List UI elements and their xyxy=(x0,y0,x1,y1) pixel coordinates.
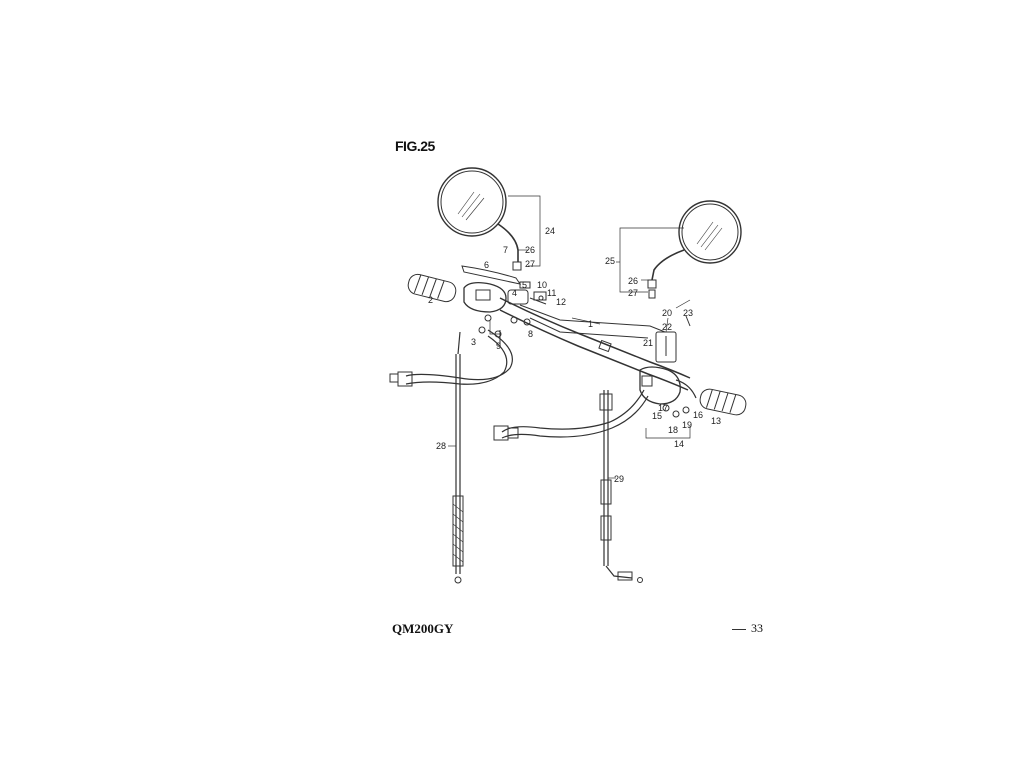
part-label-27b: 27 xyxy=(628,288,638,298)
part-label-15: 15 xyxy=(652,411,662,421)
part-label-14: 14 xyxy=(674,439,684,449)
right-mirror xyxy=(647,200,742,299)
part-label-12: 12 xyxy=(556,297,566,307)
page-number: 33 xyxy=(732,621,763,636)
part-label-4: 4 xyxy=(512,288,517,298)
part-label-17: 17 xyxy=(658,403,668,413)
part-label-20: 20 xyxy=(662,308,672,318)
part-label-3: 3 xyxy=(471,337,476,347)
part-label-9: 9 xyxy=(496,341,501,351)
right-switch-housing xyxy=(639,366,697,405)
part-label-2: 2 xyxy=(428,295,433,305)
left-mirror xyxy=(437,167,522,271)
model-name: QM200GY xyxy=(392,621,454,636)
right-wire-harness xyxy=(493,389,649,441)
part-label-10: 10 xyxy=(537,280,547,290)
page-number-value: 33 xyxy=(751,621,763,635)
part-label-21: 21 xyxy=(643,338,653,348)
handlebar-tube xyxy=(499,297,691,391)
left-wire-harness xyxy=(389,329,513,387)
leader-lines xyxy=(448,195,691,479)
page-dash xyxy=(732,628,746,630)
lever-perch xyxy=(507,281,547,305)
clutch-lever xyxy=(461,265,522,285)
part-labels: 1 2 3 4 5 6 7 8 9 10 11 12 13 14 15 16 1… xyxy=(428,226,721,484)
throttle-cable xyxy=(599,390,643,583)
part-label-13: 13 xyxy=(711,416,721,426)
part-label-6: 6 xyxy=(484,260,489,270)
part-label-16: 16 xyxy=(693,410,703,420)
part-label-19: 19 xyxy=(682,420,692,430)
part-label-5: 5 xyxy=(522,280,527,290)
part-label-27a: 27 xyxy=(525,259,535,269)
part-label-23: 23 xyxy=(683,308,693,318)
part-label-18: 18 xyxy=(668,425,678,435)
part-label-28: 28 xyxy=(436,441,446,451)
fasteners xyxy=(478,295,690,418)
part-label-22: 22 xyxy=(662,322,672,332)
left-grip xyxy=(407,273,457,303)
part-label-25: 25 xyxy=(605,256,615,266)
part-label-7: 7 xyxy=(503,245,508,255)
part-label-24: 24 xyxy=(545,226,555,236)
part-label-1: 1 xyxy=(588,319,593,329)
right-grip xyxy=(699,388,747,416)
part-label-26a: 26 xyxy=(525,245,535,255)
part-label-26b: 26 xyxy=(628,276,638,286)
part-label-29: 29 xyxy=(614,474,624,484)
left-switch-housing xyxy=(463,282,507,313)
clutch-cable xyxy=(452,331,464,584)
figure-title: FIG.25 xyxy=(395,138,435,154)
part-label-8: 8 xyxy=(528,329,533,339)
part-label-11: 11 xyxy=(547,288,556,298)
